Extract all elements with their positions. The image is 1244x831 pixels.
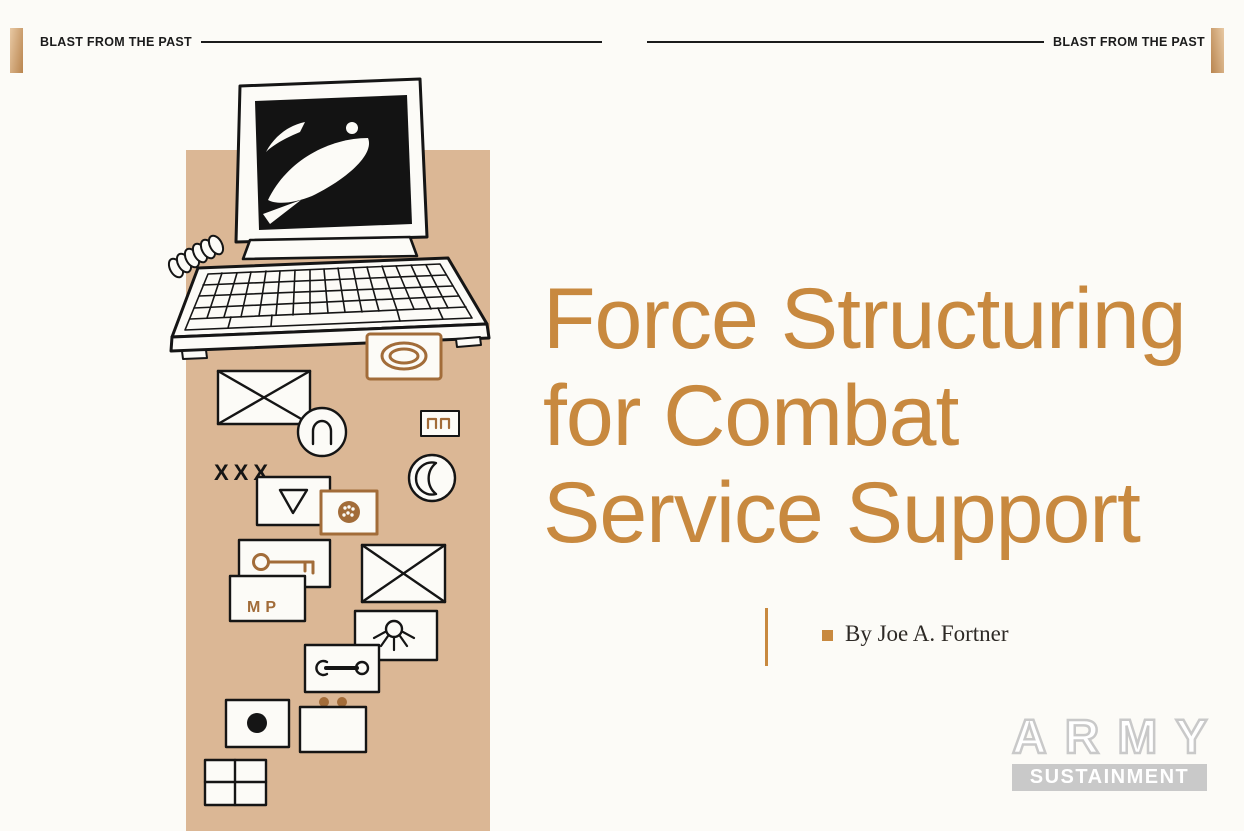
coiled-cord-icon <box>167 234 225 279</box>
running-head-left-rule <box>201 41 602 43</box>
logo-sustainment-bar: SUSTAINMENT <box>1012 764 1207 791</box>
logo-army-wordmark: ARMY <box>1011 711 1226 764</box>
inverted-triangle-box-symbol <box>255 475 332 527</box>
military-map-symbols: XXX MP <box>203 332 460 807</box>
left-accent-bar <box>10 28 23 73</box>
running-head-left: BLAST FROM THE PAST <box>40 33 602 51</box>
solid-dot-box-symbol <box>224 698 291 749</box>
running-head-right-rule <box>647 41 1044 43</box>
oval-ring-box-symbol <box>365 332 443 381</box>
quartered-box-symbol <box>203 758 268 807</box>
mp-box-symbol: MP <box>228 574 307 623</box>
byline-bullet <box>822 630 833 641</box>
keyboard-icon <box>169 256 491 360</box>
running-head-left-label: BLAST FROM THE PAST <box>40 35 192 49</box>
key-box-symbol <box>237 538 332 589</box>
dotted-circle-box-symbol <box>319 489 379 536</box>
vintage-computer-illustration <box>167 77 491 360</box>
horseshoe-circle-symbol <box>296 406 348 458</box>
crescent-circle-symbol <box>407 453 457 503</box>
title-line-3: Service Support <box>543 465 1141 561</box>
title-line-1: Force Structuring <box>543 271 1187 367</box>
byline: By Joe A. Fortner <box>845 621 1009 646</box>
crossed-box-symbol <box>216 369 312 426</box>
keyboard-keys <box>184 263 473 331</box>
right-accent-bar <box>1211 28 1224 73</box>
mp-label: MP <box>247 599 281 616</box>
title-line-2: for Combat <box>543 368 959 464</box>
crossed-box-symbol-2 <box>360 543 447 604</box>
crt-monitor-icon <box>234 77 429 261</box>
army-sustainment-logo: ARMY SUSTAINMENT <box>1011 712 1209 791</box>
two-dot-box-symbol <box>298 697 368 754</box>
article-title: Force Structuring for Combat Service Sup… <box>543 271 1233 562</box>
double-gate-box-symbol <box>420 410 460 437</box>
running-head-right: BLAST FROM THE PAST <box>647 33 1205 51</box>
wrench-box-symbol <box>303 643 381 694</box>
byline-rule <box>765 608 768 666</box>
running-head-right-label: BLAST FROM THE PAST <box>1053 35 1205 49</box>
